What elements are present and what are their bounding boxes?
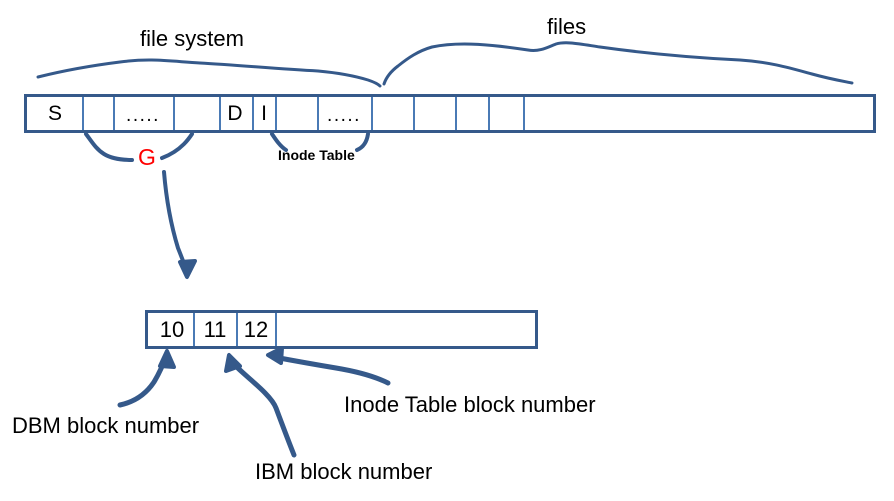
block-box-value-ibm: 11 <box>203 316 227 342</box>
fs-bar-cell-ellipsis-right: ..... <box>327 104 361 126</box>
inode-table-label: Inode Table <box>278 147 355 163</box>
fs-bar-divider <box>523 97 525 130</box>
files-label: files <box>547 14 587 39</box>
fs-bar-divider <box>413 97 415 130</box>
inode-table-brace-right <box>355 132 370 152</box>
fs-bar-divider <box>371 97 373 130</box>
group-descriptor-block-box: 10 11 12 <box>145 310 538 349</box>
fs-bar-cell-superblock: S <box>47 101 63 125</box>
fs-bar-divider <box>219 97 221 130</box>
block-box-divider <box>275 313 277 346</box>
group-descriptor-label: G <box>138 144 156 170</box>
inode-table-block-arrow <box>271 354 391 386</box>
ibm-arrow <box>228 357 297 458</box>
g-brace-right <box>160 132 194 160</box>
fs-bar-divider <box>113 97 115 130</box>
dbm-block-number-label: DBM block number <box>12 413 200 438</box>
file-system-brace <box>36 58 382 88</box>
fs-bar-divider <box>173 97 175 130</box>
g-to-block-arrow <box>162 170 189 274</box>
dbm-arrowhead <box>158 349 176 369</box>
fs-bar-cell-data-bitmap: D <box>227 101 243 125</box>
fs-bar-divider <box>488 97 490 130</box>
files-brace <box>382 41 854 86</box>
block-box-value-inode-table: 12 <box>243 316 269 342</box>
fs-bar-divider <box>275 97 277 130</box>
fs-bar-divider <box>82 97 84 130</box>
inode-table-brace-left <box>270 132 288 152</box>
fs-bar-divider <box>317 97 319 130</box>
ibm-arrowhead <box>224 353 242 373</box>
ibm-block-number-label: IBM block number <box>255 459 433 484</box>
fs-bar-divider <box>455 97 457 130</box>
file-system-bar: S ..... D I ..... <box>24 94 876 133</box>
block-box-value-dbm: 10 <box>159 316 185 342</box>
file-system-label: file system <box>140 26 244 51</box>
block-box-divider <box>236 313 238 346</box>
fs-bar-cell-ellipsis-left: ..... <box>126 104 160 126</box>
block-box-divider <box>193 313 195 346</box>
inode-table-block-number-label: Inode Table block number <box>344 392 596 417</box>
fs-bar-divider <box>252 97 254 130</box>
inode-table-block-arrowhead <box>266 346 284 365</box>
g-to-block-arrowhead <box>178 259 197 279</box>
fs-bar-cell-inode-bitmap: I <box>261 101 267 125</box>
g-brace-left <box>84 132 134 162</box>
